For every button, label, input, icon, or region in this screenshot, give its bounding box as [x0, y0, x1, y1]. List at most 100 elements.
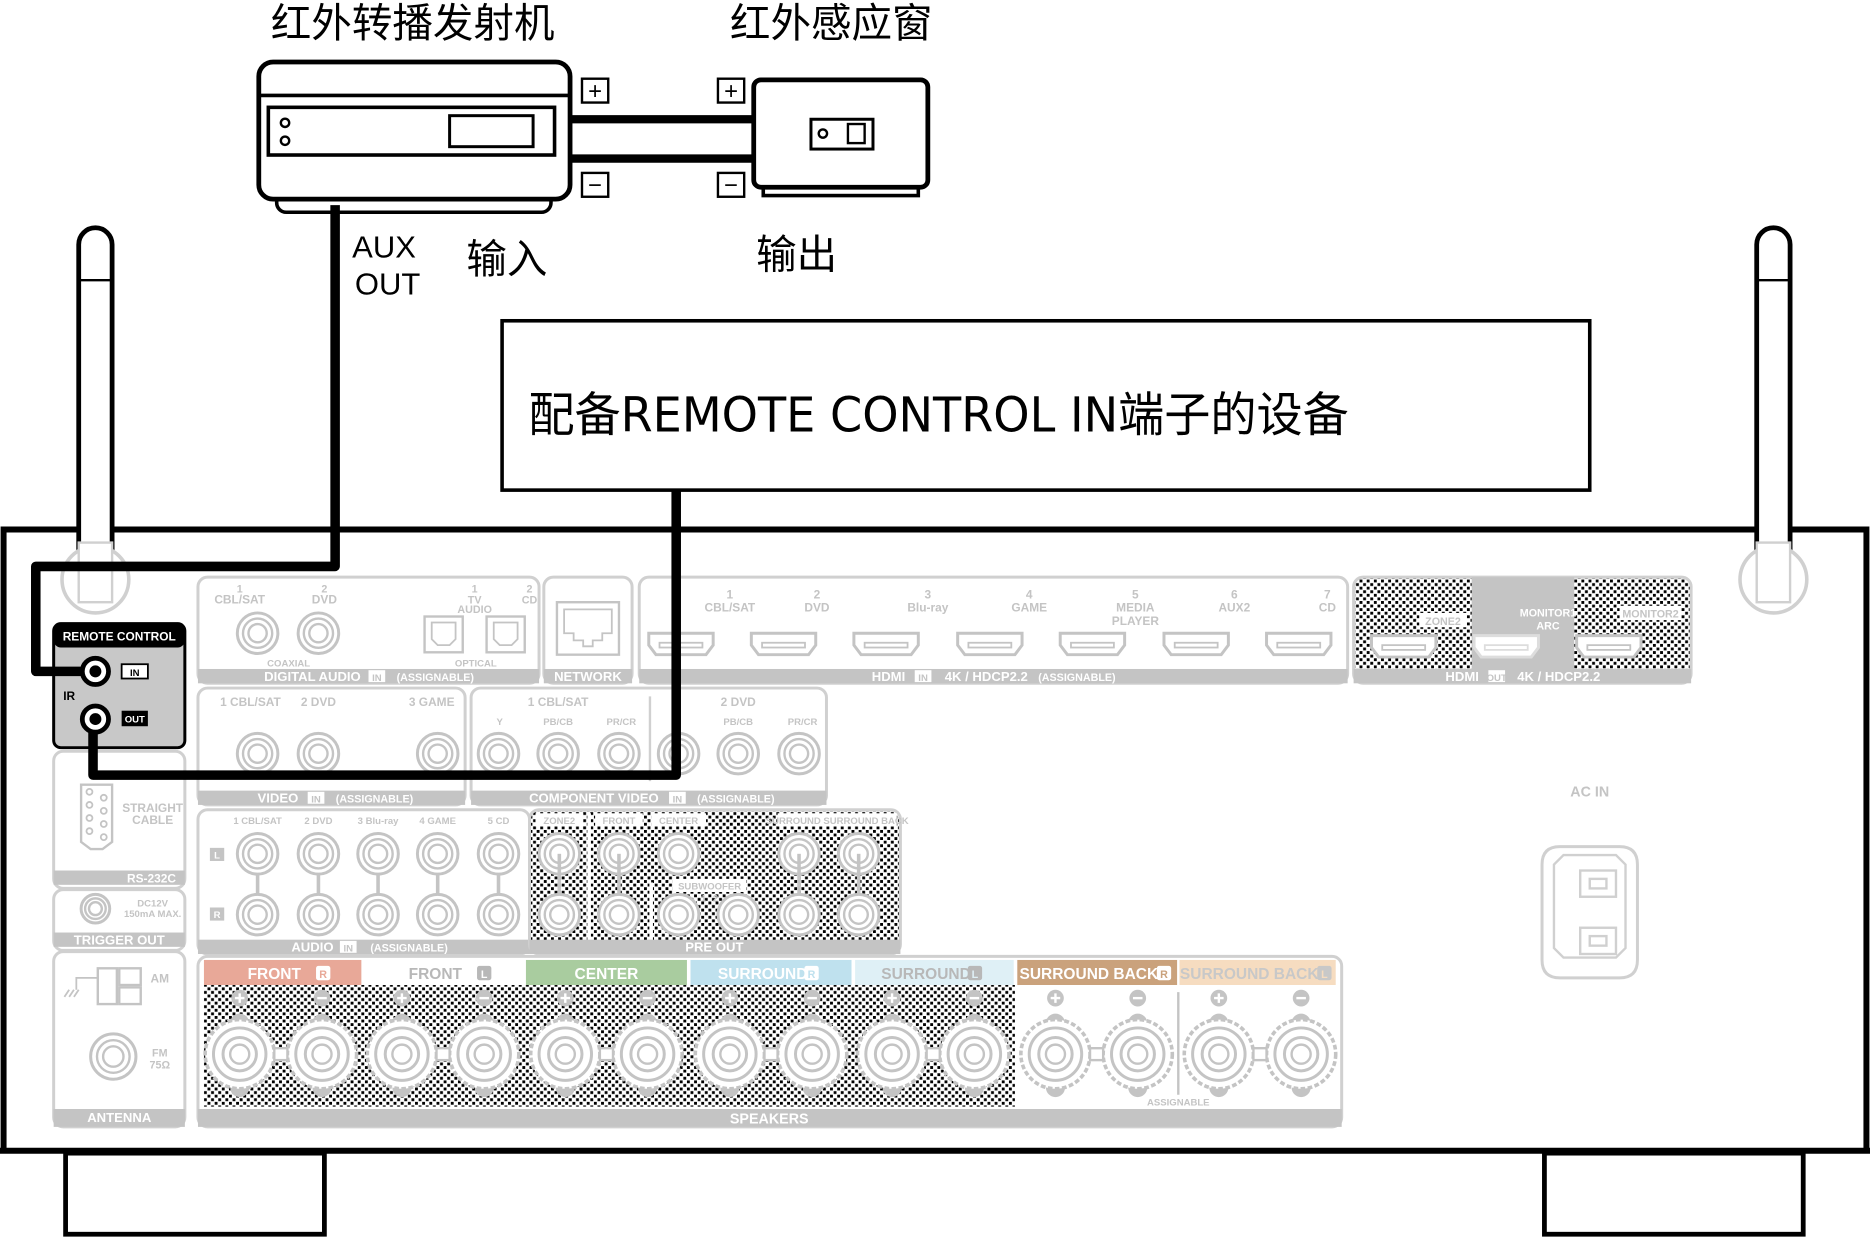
label: 4 GAME [419, 816, 456, 827]
label: 3 Blu-ray [358, 816, 399, 827]
label: (ASSIGNABLE) [397, 672, 475, 684]
label: Blu-ray [907, 601, 948, 615]
remote-control-in-device [500, 318, 1592, 492]
jack-inner [788, 904, 810, 925]
speaker-header [364, 959, 523, 985]
label: IR [63, 689, 75, 703]
terminal-ring [211, 1026, 268, 1082]
label: ZONE2 [1425, 616, 1461, 628]
label: SPEAKERS [730, 1111, 809, 1127]
hdmi-in-port-3 [852, 631, 920, 657]
label: VIDEO [257, 791, 298, 806]
box [1619, 605, 1682, 621]
terminal-core [956, 1035, 993, 1073]
terminal-core [1037, 1035, 1074, 1073]
pin [85, 814, 94, 822]
box [209, 907, 225, 921]
output-label: 输出 [756, 230, 837, 278]
label: SURROUND BACK [1020, 966, 1159, 983]
jack-mid [783, 737, 815, 770]
ac-inlet [1540, 845, 1639, 980]
label: 2 [713, 894, 718, 905]
hdmi-in-section [637, 575, 1350, 685]
label: MEDIA [1116, 601, 1155, 615]
side-badge [316, 965, 331, 981]
terminal-ring [784, 1026, 840, 1082]
ac-inlet-inner [1552, 853, 1627, 959]
antenna-rod [1754, 225, 1793, 571]
minus-icon: − [724, 172, 738, 199]
box [595, 813, 643, 827]
jack-inner [308, 622, 329, 644]
ac-pin-1 [1579, 869, 1618, 898]
terminal-ring [864, 1026, 920, 1082]
speaker-terminal-plus [693, 989, 767, 1098]
minus-terminal-box [716, 171, 746, 198]
badge [914, 670, 932, 683]
label: 2 [814, 588, 821, 602]
terminal-bridge [1088, 1047, 1105, 1062]
trigger-out-jack [79, 892, 112, 925]
speaker-terminal-plus [365, 989, 439, 1098]
pre-out-jack [716, 892, 760, 937]
audio-l-jack [296, 832, 341, 876]
speaker-header [690, 959, 852, 985]
jack-mid [542, 737, 574, 770]
sign [887, 993, 897, 1003]
label: CENTER [575, 966, 639, 983]
label: AUX2 [1218, 601, 1250, 615]
side-badge [967, 965, 983, 981]
label: FRONT [409, 966, 463, 983]
jack-inner [247, 904, 268, 925]
am-terminal-top [118, 967, 142, 987]
terminal-hole [1290, 1043, 1312, 1065]
label: R [1160, 969, 1168, 981]
label: (ASSIGNABLE) [697, 794, 775, 806]
terminal-ring [946, 1026, 1003, 1082]
label: CENTER [659, 816, 698, 827]
label: 1 CBL/SAT [528, 695, 589, 709]
label: 5 [1132, 588, 1139, 602]
jack-mid [603, 898, 635, 931]
label: DVD [312, 592, 338, 606]
speaker-terminal-minus [611, 989, 684, 1098]
aux-out-label: AUX [352, 230, 416, 265]
audio-l-jack [415, 832, 460, 876]
plus-icon: + [588, 78, 602, 105]
jack-inner [308, 843, 329, 865]
jack-inner [608, 904, 630, 925]
pin [99, 793, 108, 802]
terminal-hole [554, 1043, 577, 1065]
receiver-title: 红外感应窗 [730, 0, 933, 47]
sign [1214, 993, 1224, 1003]
component-jack-3 [597, 731, 641, 776]
label: 2 DVD [721, 695, 756, 709]
pin [99, 807, 108, 815]
label: 4K / HDCP2.2 [945, 669, 1028, 684]
jack-mid [362, 898, 394, 931]
hdmi-out-monitor2 [1575, 634, 1643, 659]
terminal-ring [1191, 1026, 1247, 1082]
label: CD [522, 594, 538, 606]
pin [85, 801, 94, 809]
label: REMOTE CONTROL [63, 629, 176, 643]
label: (ASSIGNABLE) [370, 943, 448, 955]
jack-mid [302, 898, 335, 931]
label: CABLE [132, 813, 173, 827]
terminal-hole [1208, 1043, 1230, 1065]
plus-terminal-box [716, 77, 746, 104]
label: 150mA MAX. [124, 909, 181, 920]
label: STRAIGHT [122, 801, 184, 815]
label: FRONT [248, 966, 302, 983]
badge-text: IN [673, 795, 683, 806]
label: 2 [321, 584, 327, 596]
label: OUT [125, 715, 145, 726]
terminal-ring [1110, 1026, 1166, 1082]
jack-inner [727, 743, 749, 764]
badge [368, 670, 386, 683]
label: ZONE2 [543, 816, 575, 827]
pin [99, 833, 108, 842]
hdmi-in-port-6 [1162, 631, 1230, 657]
led-icon [279, 135, 291, 147]
